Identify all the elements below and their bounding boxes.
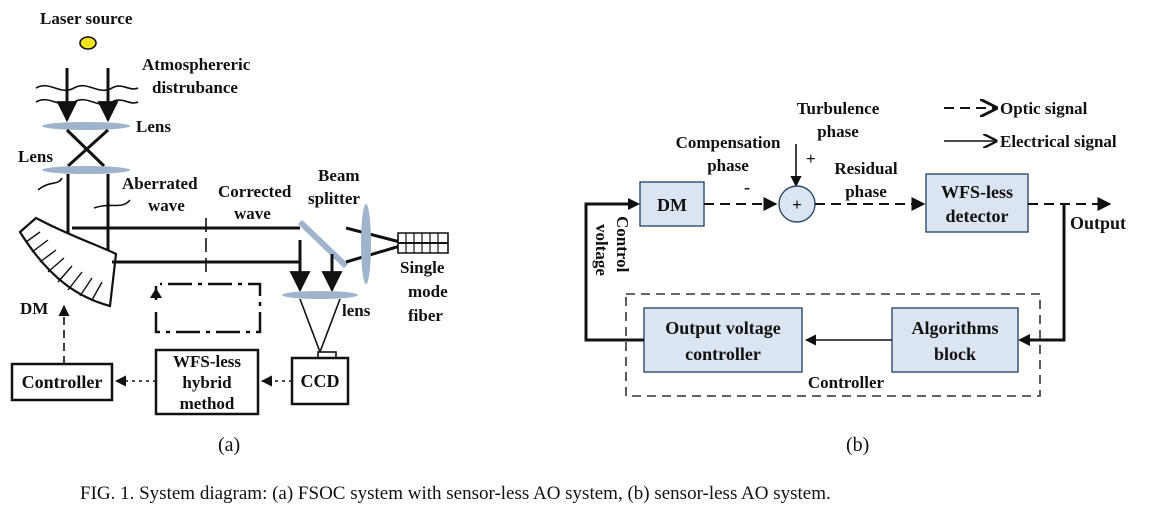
controller-box-a — [10, 362, 114, 402]
wfs-hybrid-box — [154, 348, 260, 416]
lens-lower-label: lens — [342, 301, 371, 320]
lens-top-label: Lens — [136, 117, 171, 136]
fiber-label-1: Single — [400, 258, 445, 277]
panel-b-sublabel: (b) — [846, 434, 869, 456]
wfs-hybrid-label-1: WFS-less — [173, 352, 241, 371]
wfs-detector-label-2: detector — [946, 206, 1009, 226]
laser-source-label: Laser source — [40, 9, 133, 28]
lens-second-icon — [42, 166, 130, 174]
focus-line-2 — [319, 298, 341, 353]
minus-sign-label: - — [744, 177, 750, 197]
residual-label-1: Residual — [834, 159, 898, 178]
beam-to-fiber-bottom — [345, 244, 401, 264]
focus-line-1 — [299, 298, 321, 353]
dm-block — [639, 181, 705, 227]
feedback-loop-path — [154, 282, 262, 334]
turbulence-label-2: phase — [817, 122, 859, 141]
corrected-label-2: wave — [234, 204, 271, 223]
panel-a: Laser source Atmosphereric distrubance L… — [10, 9, 449, 456]
algorithms-block — [891, 307, 1019, 373]
beam-splitter-icon — [297, 219, 349, 269]
fiber-label-2: mode — [408, 282, 448, 301]
dm-block-label: DM — [657, 195, 687, 215]
aberrated-arc-2 — [93, 199, 131, 209]
turbulence-wave-2 — [35, 98, 139, 106]
control-voltage-label-1: Control — [613, 216, 632, 273]
compensation-label-2: phase — [707, 156, 749, 175]
deformable-mirror-icon — [18, 216, 118, 308]
atmospheric-label-2: distrubance — [152, 78, 238, 97]
residual-label-2: phase — [845, 182, 887, 201]
sum-sign-label: + — [792, 195, 802, 214]
algorithms-label-1: Algorithms — [912, 318, 999, 338]
corrected-label-1: Corrected — [218, 182, 292, 201]
lens-lower-icon — [282, 291, 358, 299]
atmospheric-label-1: Atmosphereric — [142, 55, 251, 74]
beam-splitter-label-1: Beam — [318, 166, 360, 185]
output-feedback-line — [1022, 204, 1066, 342]
panel-b: Optic signal Electrical signal Turbulenc… — [584, 99, 1126, 456]
turbulence-label-1: Turbulence — [797, 99, 880, 118]
beam-to-fiber-top — [345, 226, 401, 244]
lens-left-label: Lens — [18, 147, 53, 166]
control-voltage-arrow-head — [628, 198, 640, 210]
compensation-label-1: Compensation — [676, 133, 781, 152]
legend-optic-label: Optic signal — [1000, 99, 1088, 118]
beam-splitter-label-2: splitter — [308, 189, 360, 208]
aberrated-label-2: wave — [148, 196, 185, 215]
aberrated-label-1: Aberrated — [122, 174, 198, 193]
output-label: Output — [1070, 213, 1126, 233]
dm-label: DM — [20, 299, 48, 318]
ovc-label-1: Output voltage — [665, 318, 781, 338]
plus-sign-label: + — [806, 149, 816, 168]
controller-group-box — [625, 293, 1041, 397]
cross-beam-1 — [65, 128, 106, 168]
fiber-connector-icon — [397, 232, 449, 254]
turbulence-wave-1 — [35, 84, 139, 92]
feedback-arrow-head-b — [1018, 334, 1030, 346]
control-voltage-label-2: voltage — [592, 224, 611, 276]
legend-electrical-label: Electrical signal — [1000, 132, 1117, 151]
fiber-label-3: fiber — [408, 306, 443, 325]
fiber-lens-icon — [361, 204, 371, 284]
ccd-box — [290, 356, 350, 406]
cross-beam-2 — [66, 128, 110, 168]
controller-label-a: Controller — [22, 372, 103, 392]
wfs-hybrid-label-2: hybrid — [182, 373, 232, 392]
wfs-detector-block — [925, 173, 1029, 233]
aberrated-arc-1 — [37, 177, 63, 191]
control-voltage-line — [584, 202, 644, 342]
ovc-label-2: controller — [685, 344, 761, 364]
laser-source-icon — [79, 36, 97, 50]
feedback-arrow-head — [150, 288, 162, 298]
controller-label-b: Controller — [808, 373, 885, 392]
ccd-label: CCD — [301, 371, 340, 391]
panel-a-sublabel: (a) — [218, 434, 240, 456]
output-voltage-controller-block — [643, 307, 803, 373]
wfs-hybrid-label-3: method — [180, 394, 235, 413]
algorithms-label-2: block — [934, 344, 976, 364]
lens-top-icon — [42, 122, 130, 130]
wfs-detector-label-1: WFS-less — [941, 182, 1013, 202]
figure-caption: FIG. 1. System diagram: (a) FSOC system … — [80, 483, 831, 504]
